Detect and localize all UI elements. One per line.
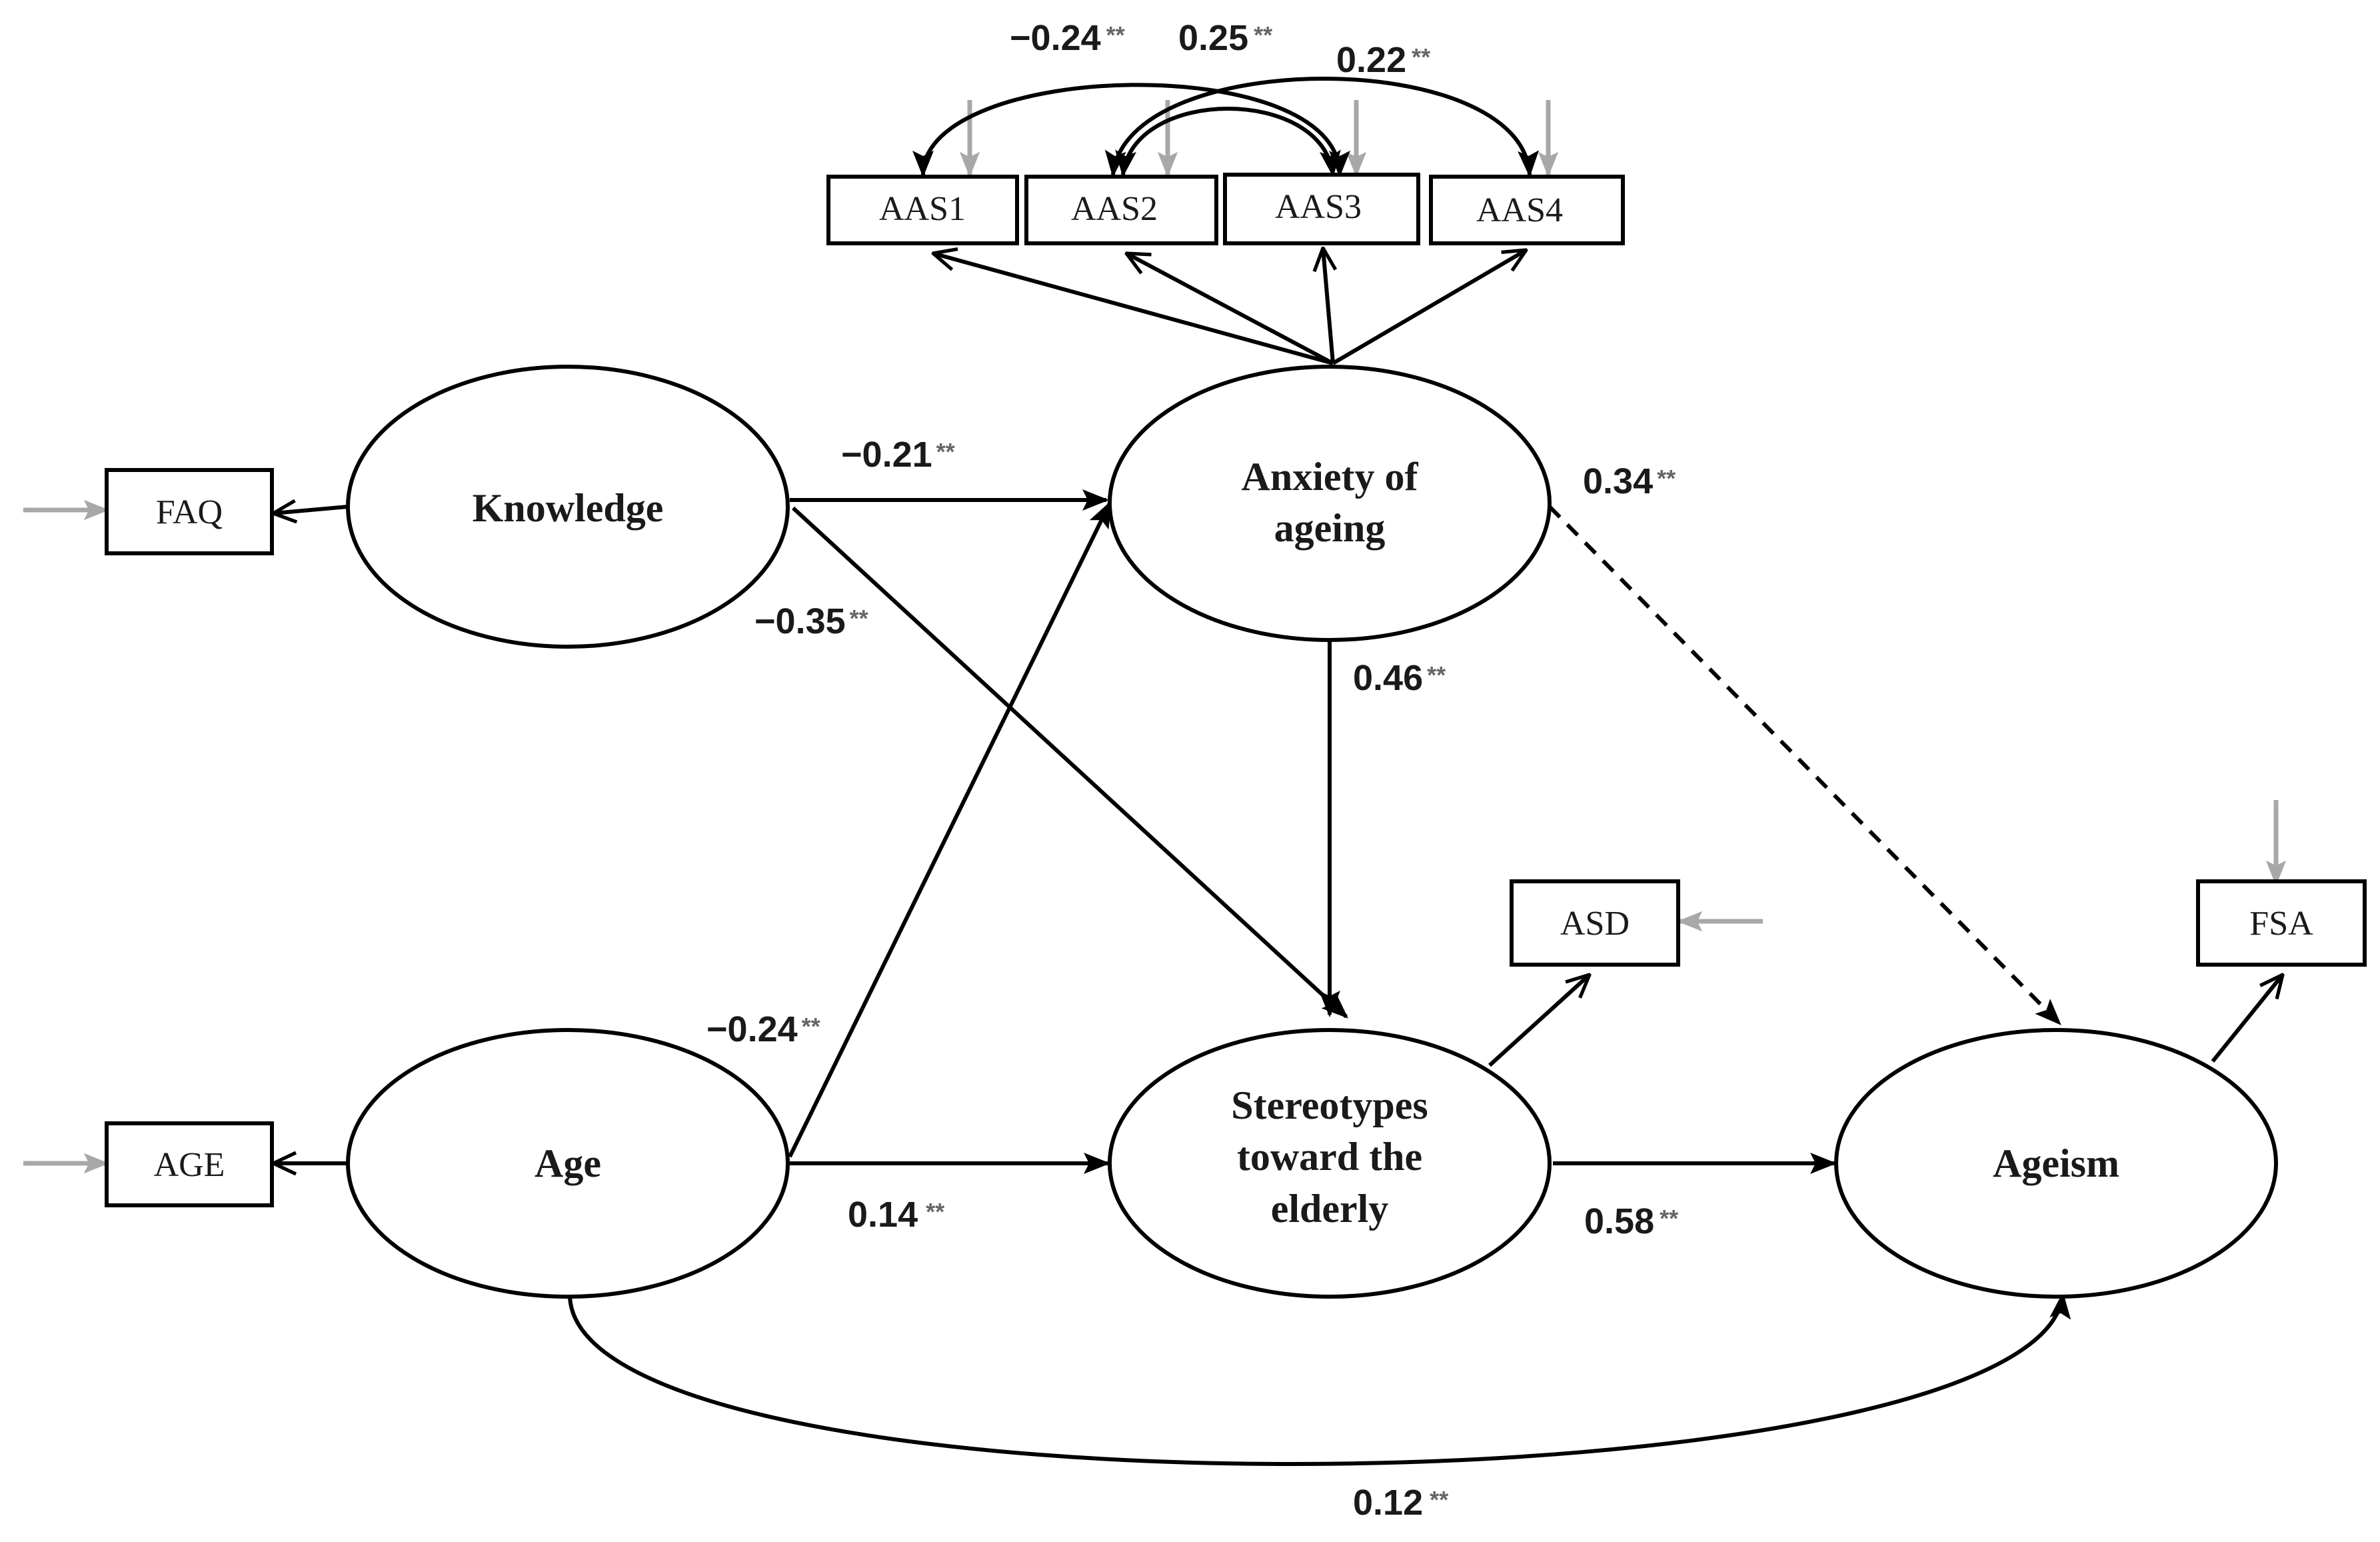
- latent-anxiety-label-2: ageing: [1274, 506, 1386, 550]
- coef-aas1-aas3: −0.24**: [1010, 18, 1125, 58]
- coef-anxiety-stereotypes: 0.46**: [1353, 658, 1446, 698]
- indicator-aas1: AAS1: [826, 175, 1019, 245]
- cov-arc-aas1-aas3: [912, 83, 1350, 177]
- latent-ageism-label: Ageism: [1993, 1141, 2119, 1185]
- coef-age-ageism: 0.12**: [1353, 1483, 1448, 1523]
- path-anxiety-aas2: [1126, 253, 1334, 365]
- indicator-age-label: AGE: [154, 1146, 225, 1184]
- path-anxiety-aas4: [1332, 250, 1526, 365]
- covariance-arcs: [912, 77, 1539, 177]
- latent-knowledge-label: Knowledge: [473, 486, 664, 530]
- indicator-fsa: FSA: [2196, 879, 2367, 967]
- path-ageism-fsa: [2211, 975, 2283, 1063]
- indicator-aas3-label: AAS3: [1275, 188, 1362, 226]
- indicator-aas3: AAS3: [1223, 173, 1420, 245]
- path-knowledge-faq: [273, 507, 349, 513]
- coef-stereotypes-ageism: 0.58**: [1584, 1201, 1678, 1241]
- coef-knowledge-anxiety: −0.21**: [841, 435, 955, 475]
- indicator-aas2: AAS2: [1024, 175, 1218, 245]
- path-age-anxiety: [788, 501, 1112, 1158]
- path-knowledge-stereotypes: [791, 506, 1348, 1019]
- coef-aas2-aas4: 0.22**: [1336, 40, 1430, 80]
- paths: [273, 248, 2283, 1466]
- indicator-faq: FAQ: [105, 468, 274, 555]
- cov-arc-aas2-aas3: [1115, 107, 1341, 177]
- latent-knowledge: Knowledge: [346, 365, 790, 649]
- indicator-aas2-label: AAS2: [1071, 190, 1158, 228]
- path-anxiety-aas3: [1323, 248, 1333, 364]
- indicator-asd-label: ASD: [1560, 905, 1630, 943]
- coef-age-anxiety: −0.24**: [706, 1009, 820, 1049]
- path-anxiety-aas1: [933, 253, 1334, 365]
- path-age-ageism: [568, 1292, 2071, 1466]
- latent-age-label: Age: [535, 1141, 601, 1185]
- latent-stereotypes: Stereotypes toward the elderly: [1108, 1028, 1552, 1299]
- indicator-fsa-label: FSA: [2249, 905, 2313, 943]
- coef-age-stereotypes: 0.14**: [848, 1195, 944, 1235]
- coef-knowledge-stereotypes: −0.35**: [754, 601, 868, 641]
- latent-ageism: Ageism: [1834, 1028, 2278, 1299]
- cov-arc-aas2-aas4: [1104, 77, 1539, 177]
- indicator-faq-label: FAQ: [156, 493, 223, 531]
- latent-stereotypes-label-3: elderly: [1271, 1187, 1389, 1231]
- coefficient-labels: −0.24** 0.25** 0.22** −0.21** −0.35** 0.…: [706, 18, 1678, 1523]
- indicator-aas4: AAS4: [1429, 175, 1625, 245]
- indicator-aas4-label: AAS4: [1476, 191, 1563, 229]
- indicator-aas1-label: AAS1: [879, 190, 966, 228]
- latent-stereotypes-label-1: Stereotypes: [1231, 1083, 1428, 1127]
- path-stereotypes-asd: [1488, 975, 1590, 1067]
- indicator-asd: ASD: [1510, 879, 1680, 967]
- latent-age: Age: [346, 1028, 790, 1299]
- path-anxiety-ageism: [1548, 505, 2061, 1025]
- latent-anxiety-label-1: Anxiety of: [1242, 455, 1419, 499]
- coef-aas2-aas3: 0.25**: [1178, 18, 1272, 58]
- coef-anxiety-ageism: 0.34**: [1583, 461, 1676, 501]
- indicator-age: AGE: [105, 1121, 274, 1207]
- error-arrows: [23, 100, 2287, 1174]
- latent-stereotypes-label-2: toward the: [1237, 1135, 1422, 1179]
- latent-anxiety: Anxiety of ageing: [1108, 365, 1552, 642]
